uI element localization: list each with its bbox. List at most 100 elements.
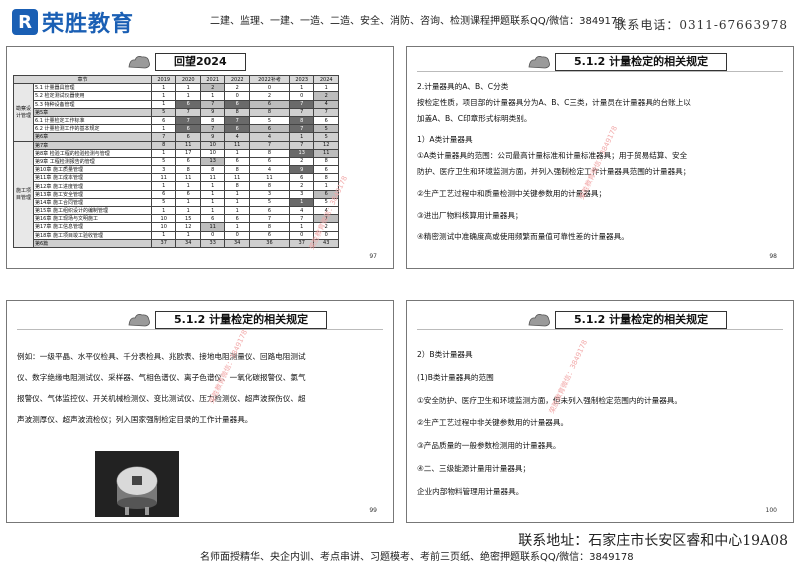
table-row-label: 第10章 施工质量管理: [33, 165, 152, 175]
table-header-cell: 2021: [199, 74, 226, 85]
table-cell: 1: [199, 181, 226, 191]
table-row-label: 第12章 施工进度管理: [33, 181, 152, 191]
table-cell: 1: [175, 91, 201, 101]
table-cell: 1: [150, 181, 177, 191]
paragraph: ②生产工艺过程中非关键参数用的计量器具。: [417, 418, 569, 428]
page-header: R 荣胜教育 二建、监理、一建、一造、二造、安全、消防、咨询、检测课程押题联系Q…: [0, 0, 800, 42]
table-row-label: 第9章 工程检测报告的管理: [33, 156, 152, 167]
table-cell: 10: [199, 140, 226, 150]
table-header-cell: 2024: [313, 74, 339, 85]
page-number: 100: [765, 507, 777, 514]
table-cell: 6: [248, 205, 290, 216]
cloud-shape-icon: [127, 311, 151, 329]
table-cell: 6: [313, 165, 339, 175]
table-cell: 11: [224, 173, 250, 183]
table-cell: 5: [150, 107, 177, 117]
table-cell: 1: [199, 189, 226, 199]
header-phone: 联系电话：0311-67663978: [614, 18, 788, 32]
table-cell: 1: [175, 197, 201, 208]
table-cell: 6: [224, 156, 250, 167]
table-cell: 1: [224, 189, 250, 199]
table-cell: 1: [175, 205, 201, 216]
table-cell: 8: [248, 107, 290, 117]
table-cell: 37: [288, 238, 315, 248]
table-cell: 8: [199, 165, 226, 175]
table-row-label: 第5章: [33, 107, 152, 117]
brand-logo: R 荣胜教育: [12, 6, 134, 38]
table-cell: 8: [313, 173, 339, 183]
table-cell: 1: [224, 148, 250, 158]
table-cell: 6: [199, 214, 226, 224]
table-cell: 7: [199, 124, 226, 134]
slide-body: 例如：一级平晶、水平仪检具、千分表检具、兆欧表、接地电阻测量仪、回路电阻测试 仪…: [17, 347, 383, 432]
table-row-label: 第11章 施工成本管理: [33, 173, 152, 183]
table-cell: 36: [248, 238, 290, 248]
paragraph: ③产品质量的一般参数检测用的计量器具。: [417, 441, 561, 451]
title-divider: [17, 329, 383, 330]
table-cell: 4: [288, 205, 315, 216]
page-number: 97: [369, 253, 377, 260]
table-cell: 6: [224, 214, 250, 224]
table-row-label: 第14章 施工合同管理: [33, 197, 152, 208]
table-cell: 8: [248, 222, 290, 232]
table-row-label: 第6章: [33, 132, 152, 142]
table-header-cell: 2022补考: [248, 74, 290, 85]
table-cell: 4: [248, 165, 290, 175]
table-cell: 6: [150, 189, 177, 199]
table-cell: 7: [313, 107, 339, 117]
slide-title-bar: 5.1.2 计量检定的相关规定: [407, 53, 793, 73]
table-cell: 11: [150, 173, 177, 183]
table-cell: 1: [150, 83, 177, 93]
table-cell: 1: [175, 83, 201, 93]
footer-address: 联系地址：石家庄市长安区睿和中心19A08: [518, 533, 788, 549]
table-cell: 9: [199, 107, 226, 117]
table-row-label: 6.2 计量检测工作的基本规定: [33, 124, 152, 134]
table-cell: 1: [288, 132, 315, 142]
table-row-label: 第13章 施工安全管理: [33, 189, 152, 199]
table-cell: 5: [150, 197, 177, 208]
table-cell: 1: [224, 205, 250, 216]
table-cell: 1: [199, 205, 226, 216]
table-cell: 5: [248, 197, 290, 208]
paragraph: 按检定性质，项目部的计量器具分为A、B、C三类，计量员在计量器具的台账上以: [417, 97, 691, 107]
page-number: 98: [769, 253, 777, 260]
table-cell: 7: [199, 99, 226, 109]
table-cell: 8: [150, 140, 177, 150]
table-cell: 6: [248, 156, 290, 167]
table-cell: 6: [224, 99, 250, 109]
cloud-shape-icon: [527, 53, 551, 71]
table-cell: 6: [175, 124, 201, 134]
table-cell: 5: [313, 124, 339, 134]
paragraph: 加盖A、B、C印章形式标明类别。: [417, 113, 532, 123]
table-cell: 2: [248, 91, 290, 101]
table-cell: 4: [248, 132, 290, 142]
table-cell: 1: [199, 197, 226, 208]
table-cell: 3: [288, 189, 315, 199]
title-divider: [417, 329, 783, 330]
header-course-list: 二建、监理、一建、一造、二造、安全、消防、咨询、检测课程押题联系QQ/微信：38…: [210, 16, 624, 27]
brand-name: 荣胜教育: [42, 12, 135, 37]
table-cell: 8: [288, 115, 315, 126]
paragraph: 声波测厚仪、超声波流检仪；列入国家强制检定目录的工作计量器具。: [17, 415, 253, 424]
table-cell: 1: [224, 222, 250, 232]
table-cell: 33: [199, 238, 226, 248]
table-cell: 1: [224, 197, 250, 208]
table-row-label: 5.3 特种设备管理: [33, 99, 152, 109]
table-cell: 6: [313, 115, 339, 126]
paragraph: 1）A类计量器具: [417, 135, 473, 145]
slide-title: 5.1.2 计量检定的相关规定: [155, 311, 328, 329]
table-row-label: 6.1 计量检定工作标准: [33, 115, 152, 126]
table-cell: 1: [150, 205, 177, 216]
paragraph: 例如：一级平晶、水平仪检具、千分表检具、兆欧表、接地电阻测量仪、回路电阻测试: [17, 352, 306, 361]
table-cell: 11: [175, 173, 201, 183]
table-cell: 7: [288, 124, 315, 134]
table-cell: 0: [224, 230, 250, 240]
